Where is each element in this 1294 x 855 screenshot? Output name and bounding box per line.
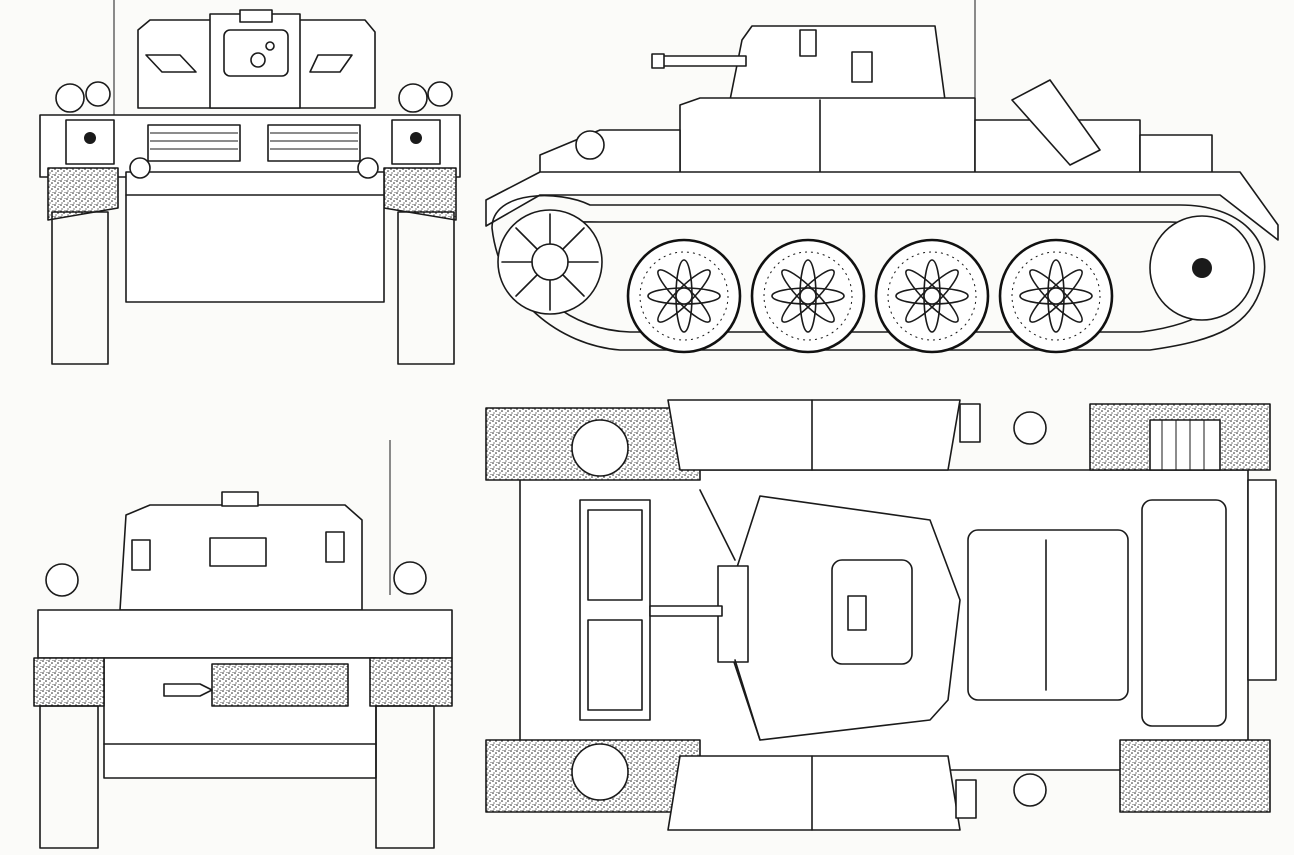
top-view (485, 399, 1277, 831)
side-road-wheel (750, 238, 866, 354)
top-rear-deck (1141, 499, 1227, 727)
top-rear-light-right (955, 779, 977, 819)
front-vision-port-left (145, 54, 197, 73)
front-cupola (239, 9, 273, 23)
front-sight (265, 41, 275, 51)
front-port-left (84, 132, 96, 144)
front-tow-hook-right (357, 157, 379, 179)
rear-turret-hatch (209, 537, 267, 567)
rear-port-left (131, 539, 151, 571)
side-fender (485, 171, 1279, 241)
front-gun-muzzle (250, 52, 266, 68)
front-mudguard-left (47, 167, 119, 221)
rear-track-right (375, 705, 435, 849)
top-stowage-box-left (667, 399, 961, 471)
top-rear-grille (1149, 419, 1221, 471)
top-headlight-left (571, 419, 629, 477)
rear-hull-upper (37, 609, 453, 659)
rear-exhaust-muffler (211, 663, 349, 707)
top-main-gun (649, 605, 723, 617)
side-main-gun (659, 55, 747, 67)
top-stowage-right (1013, 773, 1047, 807)
rear-mudguard-left (33, 657, 105, 707)
side-road-wheel (874, 238, 990, 354)
front-hull-lower (125, 171, 385, 303)
rear-view (33, 440, 453, 849)
side-track (491, 194, 1266, 351)
rear-stowage-right (393, 561, 427, 595)
rear-track-left (39, 705, 99, 849)
front-headlight-left (55, 83, 85, 113)
side-cupola (799, 29, 817, 57)
front-tow-hook-left (129, 157, 151, 179)
top-engine-deck (967, 529, 1129, 701)
top-rear-light-left (959, 403, 981, 443)
side-superstructure (679, 97, 976, 181)
rear-stowage-left (45, 563, 79, 597)
front-track-right (397, 211, 455, 365)
side-headlight (575, 130, 605, 160)
top-turret-hatch (831, 559, 913, 665)
front-headlight-left-2 (85, 81, 111, 107)
front-hatch-right (267, 124, 361, 162)
side-muzzle (651, 53, 665, 69)
top-stowage-box-right (667, 755, 961, 831)
front-port-right (410, 132, 422, 144)
top-headlight-right (571, 743, 629, 801)
front-headlight-right-2 (427, 81, 453, 107)
front-track-left (51, 211, 109, 365)
top-periscope (847, 595, 867, 631)
front-view (39, 0, 461, 365)
rear-port-right (325, 531, 345, 563)
top-exhaust (1247, 479, 1277, 681)
rear-mudguard-right (369, 657, 453, 707)
side-rear-equipment (1011, 79, 1101, 166)
side-turret (729, 25, 946, 101)
side-road-wheel (626, 238, 742, 354)
top-fender-rear-right (1119, 739, 1271, 813)
side-view (485, 0, 1279, 354)
side-road-wheel (998, 238, 1114, 354)
rear-exhaust-pipe (163, 683, 213, 697)
front-hatch-left (147, 124, 241, 162)
side-turret-port (851, 51, 873, 83)
front-vision-port-right (309, 54, 353, 73)
rear-cupola (221, 491, 259, 507)
top-stowage-left (1013, 411, 1047, 445)
front-headlight-right (398, 83, 428, 113)
